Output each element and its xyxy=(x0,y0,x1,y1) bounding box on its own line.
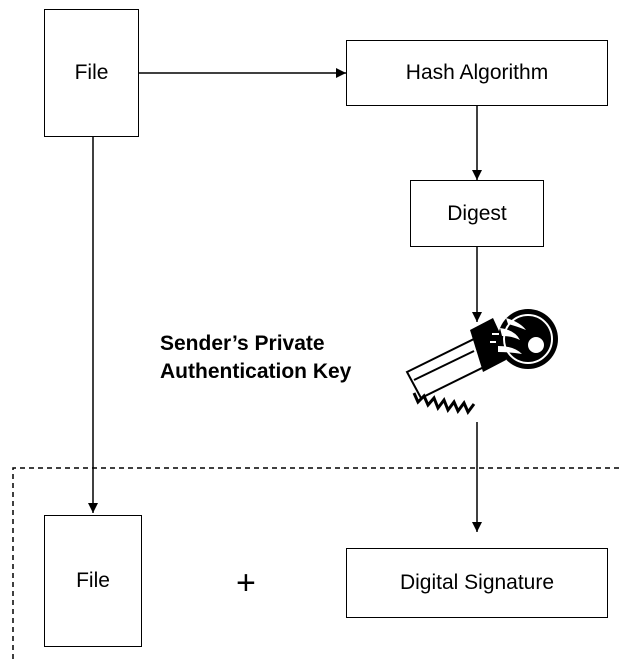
file-label-bottom: File xyxy=(76,569,110,592)
digest-box: Digest xyxy=(410,180,544,247)
key-icon xyxy=(405,309,558,415)
digest-label: Digest xyxy=(447,201,507,225)
file-box-top: File xyxy=(44,9,139,137)
hash-algorithm-label: Hash Algorithm xyxy=(405,61,549,84)
file-label-top: File xyxy=(74,61,109,84)
file-box-bottom: File xyxy=(44,515,142,647)
key-label-line2: Authentication Key xyxy=(160,360,352,383)
digital-signature-label: Digital Signature xyxy=(399,571,555,594)
key-label-line1: Sender’s Private xyxy=(160,332,325,355)
hash-algorithm-box: Hash Algorithm xyxy=(346,40,608,106)
key-label: Sender’s Private Authentication Key xyxy=(160,330,351,386)
dashed-boundary xyxy=(12,467,619,660)
digital-signature-box: Digital Signature xyxy=(346,548,608,618)
plus-sign: + xyxy=(236,564,256,602)
